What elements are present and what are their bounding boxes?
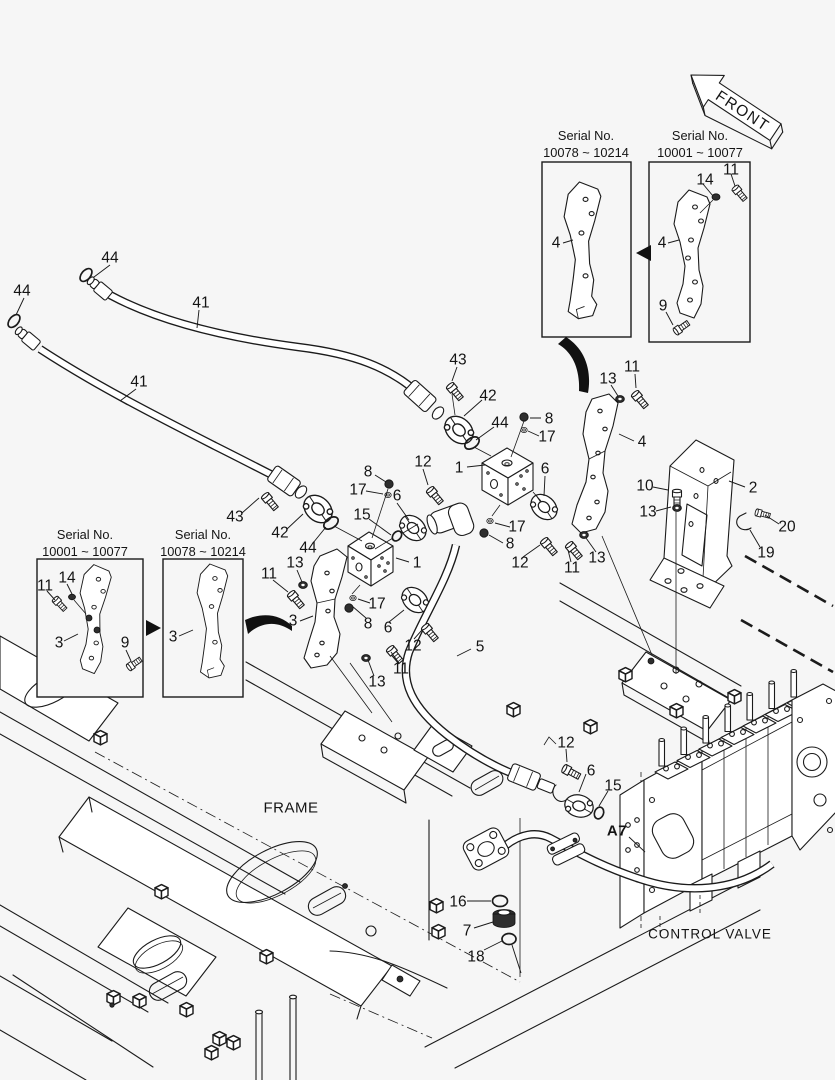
leader-lines [15,173,780,974]
bracket-4 [571,393,619,534]
arrow-between-left-boxes [146,620,161,636]
bracket-3 [303,548,348,669]
junction-block-left [297,489,434,619]
valve-supply-hose [462,827,775,946]
front-direction-arrow: FRONT [690,74,784,150]
control-valve [619,668,835,934]
hardware [259,380,772,782]
swoosh-arrow-left [245,615,292,634]
swoosh-arrow-top [558,337,590,393]
frame-structure [0,554,834,1080]
fitting-7 [492,909,516,928]
front-arrow-label: FRONT [712,88,772,136]
bracket-2 [649,439,735,609]
arrow-between-top-boxes [636,245,651,261]
serial-inset-boxes [36,161,751,698]
hose-41-upper [79,267,445,420]
hose-5 [401,502,605,821]
hose-41-lower [7,313,308,499]
